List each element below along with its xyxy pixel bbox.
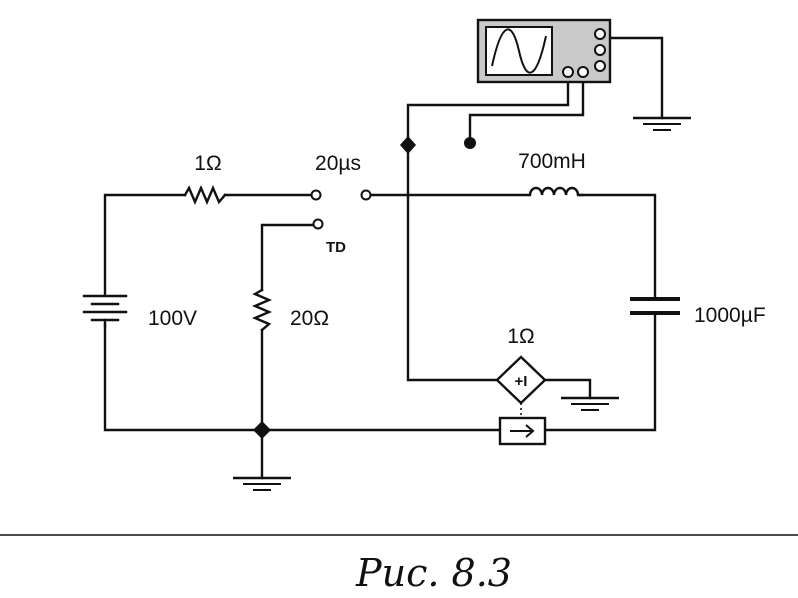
resistor-top — [183, 184, 227, 206]
switch-time-label: 20µs — [315, 152, 361, 175]
capacitor-label: 1000µF — [694, 304, 766, 327]
resistor-top-label: 1Ω — [194, 152, 221, 175]
dependent-source: +I — [495, 355, 547, 418]
scope-channel-a — [562, 66, 574, 78]
junction-dot — [253, 421, 271, 439]
battery-label: 100V — [148, 307, 197, 330]
ground-icon — [561, 396, 619, 411]
scope-channel-b — [577, 66, 589, 78]
figure-caption: Рис. 8.3 — [355, 551, 512, 595]
source-symbol: +I — [515, 373, 528, 390]
dependent-source-label: 1Ω — [507, 325, 534, 348]
ground-icon — [233, 476, 291, 491]
junctions — [253, 136, 476, 439]
probe-dot — [464, 137, 476, 149]
switch-contact-label: TD — [326, 239, 346, 256]
ground-icon — [633, 116, 691, 131]
scope-terminal — [594, 28, 606, 40]
scope-terminal — [594, 60, 606, 72]
scope-terminal — [594, 44, 606, 56]
current-sensor — [498, 416, 547, 446]
battery — [82, 294, 128, 328]
timed-switch — [310, 189, 372, 230]
oscilloscope — [476, 18, 612, 84]
sine-wave-icon — [491, 28, 547, 74]
capacitor — [630, 297, 680, 315]
junction-dot — [400, 136, 416, 154]
resistor-vertical-label: 20Ω — [290, 307, 329, 330]
inductor — [528, 186, 584, 197]
resistor-vertical — [251, 288, 273, 332]
wires — [103, 36, 664, 480]
inductor-label: 700mH — [518, 150, 586, 173]
